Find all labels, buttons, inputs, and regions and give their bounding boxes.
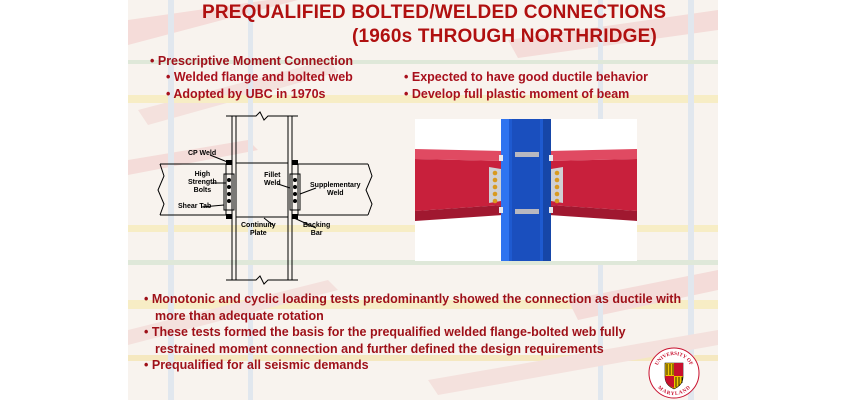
label-line: Fillet: [264, 172, 281, 179]
main-bullet: • Prescriptive Moment Connection: [150, 54, 354, 68]
sub-bullet-text: Adopted by UBC in 1970s: [173, 87, 326, 101]
label-high-strength-bolts: High Strength Bolts: [188, 171, 217, 195]
bullet-text: Prequalified for all seismic demands: [151, 358, 369, 372]
label-line: Plate: [249, 230, 267, 237]
sub-bullet-right-1: • Expected to have good ductile behavior: [404, 70, 649, 84]
label-line: Strength: [188, 179, 217, 186]
bullet-text: Monotonic and cyclic loading tests predo…: [151, 292, 682, 306]
connection-detail-drawing: [157, 111, 373, 285]
bullet-text: These tests formed the basis for the pre…: [151, 325, 626, 339]
connection-3d-render: [415, 119, 637, 261]
university-seal-logo: UNIVERSITY OF MARYLAND: [648, 347, 700, 399]
bullet-text-continued: restrained moment connection and further…: [155, 341, 604, 356]
label-line: Supplementary: [310, 182, 361, 189]
label-line: Weld: [264, 180, 281, 187]
label-fillet-weld: Fillet Weld: [264, 172, 281, 188]
connection-3d-render-graphic: [415, 119, 637, 261]
sub-bullet-left-2: • Adopted by UBC in 1970s: [166, 87, 326, 101]
sub-bullet-right-2: • Develop full plastic moment of beam: [404, 87, 630, 101]
label-line: Bolts: [193, 187, 212, 194]
label-backing-bar: Backing Bar: [303, 222, 330, 238]
label-line: Bar: [310, 230, 323, 237]
bottom-bullet-1: • Monotonic and cyclic loading tests pre…: [144, 292, 682, 323]
label-line: Weld: [326, 190, 344, 197]
sub-bullet-text: Welded flange and bolted web: [173, 70, 353, 84]
bullet-text-continued: more than adequate rotation: [155, 308, 324, 323]
label-line: Continuity: [241, 222, 276, 229]
bottom-bullet-3: • Prequalified for all seismic demands: [144, 358, 369, 372]
slide-title-line2: (1960s THROUGH NORTHRIDGE): [352, 26, 658, 47]
slide-title-line1: PREQUALIFIED BOLTED/WELDED CONNECTIONS: [202, 2, 667, 23]
sub-bullet-text: Develop full plastic moment of beam: [411, 87, 630, 101]
label-cp-weld: CP Weld: [188, 150, 217, 157]
label-continuity-plate: Continuity Plate: [241, 222, 276, 238]
sub-bullet-text: Expected to have good ductile behavior: [411, 70, 649, 84]
sub-bullet-left-1: • Welded flange and bolted web: [166, 70, 353, 84]
label-supplementary-weld: Supplementary Weld: [310, 182, 361, 198]
label-shear-tab: Shear Tab: [178, 203, 212, 210]
label-line: High: [194, 171, 211, 178]
main-bullet-text: Prescriptive Moment Connection: [157, 54, 354, 68]
bottom-bullet-2: • These tests formed the basis for the p…: [144, 325, 626, 356]
label-line: Backing: [303, 222, 331, 229]
slide: PREQUALIFIED BOLTED/WELDED CONNECTIONS (…: [128, 0, 718, 400]
